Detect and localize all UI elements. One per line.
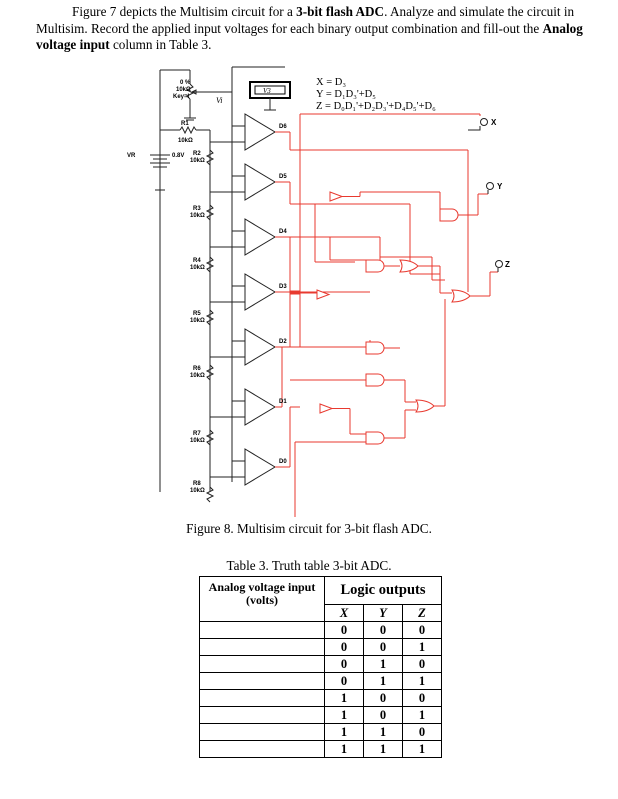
table-title: Table 3. Truth table 3-bit ADC. <box>226 558 392 573</box>
logic-value-cell: 1 <box>363 740 403 758</box>
r4-name: R4 <box>193 258 201 264</box>
equation-x: X = D₃ <box>316 77 346 88</box>
comp-d5-label: D5 <box>279 174 287 180</box>
r3-name: R3 <box>193 206 201 212</box>
r1-value: 10kΩ <box>178 138 193 144</box>
logic-value-cell: 0 <box>324 621 364 639</box>
analog-input-cell[interactable] <box>199 672 325 690</box>
logic-value-cell: 0 <box>402 723 442 741</box>
logic-value-cell: 0 <box>324 672 364 690</box>
equation-z: Z = D₀D₁'+D₂D₃'+D₄D₅'+D₆ <box>316 101 436 112</box>
output-y-label: Y <box>497 182 503 191</box>
intro-bold-column: Analog voltage input <box>36 20 583 53</box>
analog-input-cell[interactable] <box>199 706 325 724</box>
comp-d3-label: D3 <box>279 284 287 290</box>
comp-d2-label: D2 <box>279 339 287 345</box>
intro-text: Figure 7 depicts the Multisim circuit fo… <box>72 4 293 19</box>
r2-name: R2 <box>193 151 201 157</box>
analog-header-line2: (volts) <box>246 593 278 607</box>
output-y-terminal-icon <box>486 182 494 190</box>
meter-label: V3 <box>263 87 271 95</box>
r3-value: 10kΩ <box>190 213 205 219</box>
logic-value-cell: 1 <box>402 706 442 724</box>
logic-value-cell: 0 <box>402 621 442 639</box>
logic-value-cell: 1 <box>363 672 403 690</box>
logic-value-cell: 0 <box>324 655 364 673</box>
r7-name: R7 <box>193 431 201 437</box>
analog-input-cell[interactable] <box>199 621 325 639</box>
output-z-terminal-icon <box>495 260 503 268</box>
intro-text-3: column in Table 3. <box>112 37 212 52</box>
r6-value: 10kΩ <box>190 373 205 379</box>
figure-caption: Figure 8. Multisim circuit for 3-bit fla… <box>186 521 432 536</box>
r8-name: R8 <box>193 481 201 487</box>
logic-value-cell: 0 <box>363 638 403 656</box>
logic-value-cell: 1 <box>324 706 364 724</box>
analog-input-cell[interactable] <box>199 740 325 758</box>
comp-d1-label: D1 <box>279 399 287 405</box>
source-label: VR <box>127 153 136 159</box>
logic-value-cell: 1 <box>402 638 442 656</box>
output-x-terminal-icon <box>480 118 488 126</box>
equation-y: Y = D₁D₃'+D₅ <box>316 89 376 100</box>
analog-input-cell[interactable] <box>199 638 325 656</box>
source-value: 0.8V <box>172 153 184 159</box>
comp-d0-label: D0 <box>279 459 287 465</box>
logic-value-cell: 0 <box>363 621 403 639</box>
logic-value-cell: 1 <box>363 655 403 673</box>
logic-value-cell: 1 <box>324 740 364 758</box>
pot-label: 0 % <box>180 80 191 86</box>
intro-bold-adc: 3-bit flash ADC <box>296 4 385 19</box>
comp-d6-label: D6 <box>279 124 287 130</box>
output-x-label: X <box>491 118 497 127</box>
r5-name: R5 <box>193 311 201 317</box>
r4-value: 10kΩ <box>190 265 205 271</box>
truth-table: Analog voltage input (volts) Logic outpu… <box>199 576 442 758</box>
pot-key: Key=I <box>173 94 190 100</box>
logic-value-cell: 1 <box>324 723 364 741</box>
pot-res: 10kΩ <box>176 87 191 93</box>
analog-input-cell[interactable] <box>199 689 325 707</box>
analog-header: Analog voltage input (volts) <box>199 576 325 622</box>
logic-value-cell: 0 <box>363 689 403 707</box>
adc-schematic: 0 % 10kΩ Key=I VR 0.8V R1 10kΩ R2 10kΩ R… <box>127 66 510 517</box>
logic-value-cell: 0 <box>402 655 442 673</box>
col-z-header: Z <box>402 604 442 622</box>
logic-value-cell: 1 <box>324 689 364 707</box>
analog-input-cell[interactable] <box>199 655 325 673</box>
logic-value-cell: 0 <box>402 689 442 707</box>
r1-name: R1 <box>181 121 189 127</box>
col-y-header: Y <box>363 604 403 622</box>
logic-value-cell: 1 <box>363 723 403 741</box>
logic-value-cell: 1 <box>402 740 442 758</box>
intro-text-2: . Analyze and simulate the circuit in Mu… <box>36 4 575 36</box>
r7-value: 10kΩ <box>190 438 205 444</box>
r5-value: 10kΩ <box>190 318 205 324</box>
r6-name: R6 <box>193 366 201 372</box>
logic-value-cell: 0 <box>363 706 403 724</box>
logic-value-cell: 0 <box>324 638 364 656</box>
logic-outputs-header: Logic outputs <box>324 576 442 605</box>
r8-value: 10kΩ <box>190 488 205 494</box>
intro-paragraph: Figure 7 depicts the Multisim circuit fo… <box>36 4 608 54</box>
logic-value-cell: 1 <box>402 672 442 690</box>
output-z-label: Z <box>505 260 510 269</box>
vi-label: Vi <box>216 96 223 105</box>
analog-header-line1: Analog voltage input <box>208 580 316 594</box>
r2-value: 10kΩ <box>190 158 205 164</box>
col-x-header: X <box>324 604 364 622</box>
comp-d4-label: D4 <box>279 229 287 235</box>
analog-input-cell[interactable] <box>199 723 325 741</box>
